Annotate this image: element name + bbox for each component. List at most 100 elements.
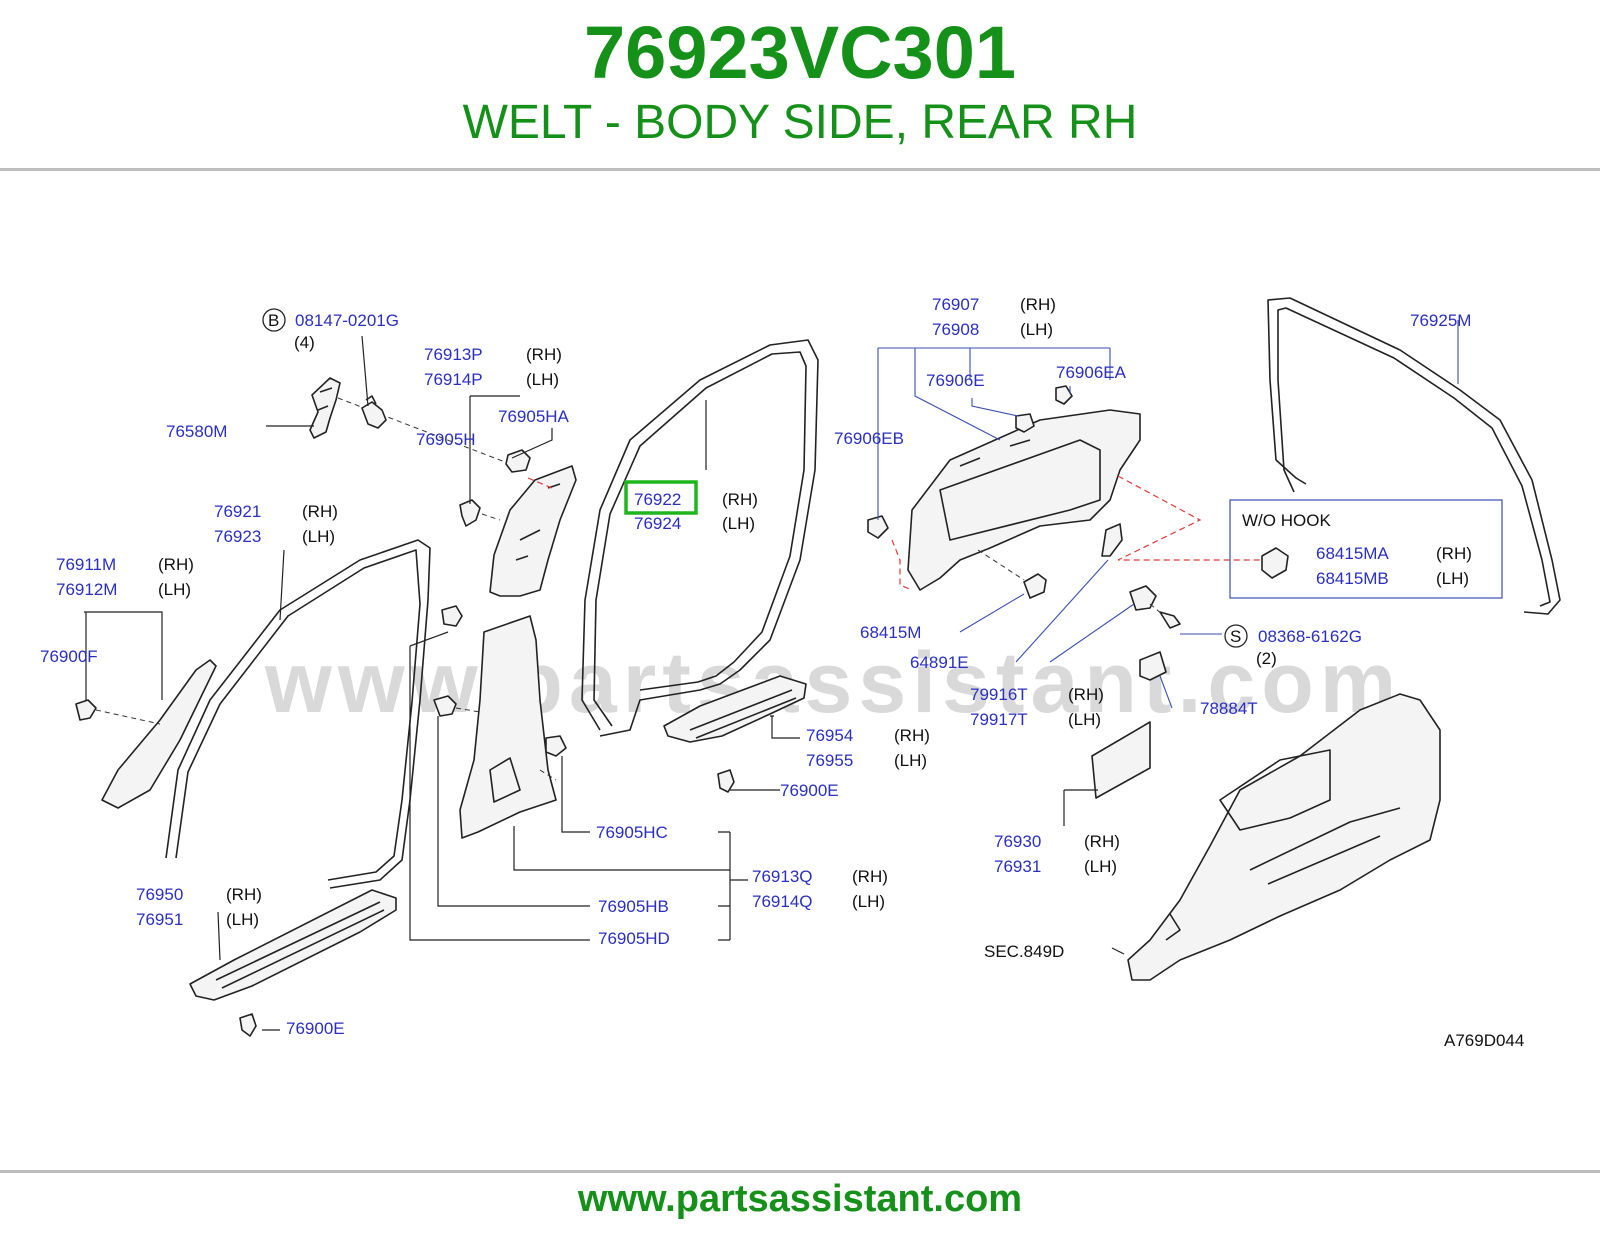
clip-76906eb-drawing [867,515,889,539]
pad-76930-drawing [1091,721,1151,799]
side-lh-76914q: (LH) [852,892,885,911]
header-divider [0,168,1600,171]
side-lh-76908: (LH) [1020,320,1053,339]
label-76906e[interactable]: 76906E [926,371,985,390]
label-08368-6162g[interactable]: 08368-6162G [1258,627,1362,646]
s-marker-label: S [1230,627,1241,646]
page-header: 76923VC301 WELT - BODY SIDE, REAR RH [0,0,1600,170]
label-76955[interactable]: 76955 [806,751,853,770]
side-rh-76913p: (RH) [526,345,562,364]
hook-68415m-drawing [977,549,1047,599]
pillar-lower-trim-drawing [459,615,557,839]
label-76911m[interactable]: 76911M [56,555,116,574]
label-68415ma[interactable]: 68415MA [1316,544,1389,563]
side-rh-79916t: (RH) [1068,685,1104,704]
label-76921[interactable]: 76921 [214,502,261,521]
clip-76906e-drawing [1015,413,1035,433]
label-76951[interactable]: 76951 [136,910,183,929]
highlight-box-76922 [624,480,698,515]
label-78884t[interactable]: 78884T [1200,699,1258,718]
clip-76905h-drawing [459,499,501,527]
label-76905hc[interactable]: 76905HC [596,823,668,842]
side-lh-76951: (LH) [226,910,259,929]
rear-side-lower-trim-drawing [1127,693,1441,981]
part-number-title: 76923VC301 [583,11,1017,94]
label-76900e-rear[interactable]: 76900E [780,781,839,800]
label-b-qty: (4) [294,333,315,352]
leader-lines [84,320,1459,1031]
rear-welt-76925m-drawing [1267,297,1561,615]
label-76914p[interactable]: 76914P [424,370,483,389]
label-76900f[interactable]: 76900F [40,647,98,666]
side-rh-76921: (RH) [302,502,338,521]
side-lh-76914p: (LH) [526,370,559,389]
side-rh-76911m: (RH) [158,555,194,574]
part-description: WELT - BODY SIDE, REAR RH [462,96,1138,149]
label-76914q[interactable]: 76914Q [752,892,813,911]
front-pillar-small-trim-drawing [75,659,217,809]
label-76905hb[interactable]: 76905HB [598,897,669,916]
side-lh-68415mb: (LH) [1436,569,1469,588]
bolt-08147-drawing [361,395,387,429]
footer-url[interactable]: www.partsassistant.com [577,1178,1023,1220]
s-marker-circle [1224,624,1248,648]
label-76931[interactable]: 76931 [994,857,1041,876]
label-s-qty: (2) [1256,649,1277,668]
side-rh-76907: (RH) [1020,295,1056,314]
wo-hook-title: W/O HOOK [1242,511,1331,530]
label-76905h[interactable]: 76905H [416,430,476,449]
label-76906ea[interactable]: 76906EA [1056,363,1127,382]
side-rh-76930: (RH) [1084,832,1120,851]
label-76925m[interactable]: 76925M [1410,311,1471,330]
section-reference: SEC.849D [984,942,1064,961]
label-76930[interactable]: 76930 [994,832,1041,851]
label-76922-highlighted[interactable]: 76922 [634,490,681,509]
footer-divider [0,1170,1600,1173]
side-rh-76950: (RH) [226,885,262,904]
label-76913q[interactable]: 76913Q [752,867,813,886]
front-sill-plate-drawing [189,889,397,1037]
clip-76906ea-drawing [1055,385,1073,405]
label-64891e[interactable]: 64891E [910,653,969,672]
rear-sill-plate-drawing [663,675,807,793]
wo-hook-box [1229,499,1503,599]
label-76908[interactable]: 76908 [932,320,979,339]
label-79917t[interactable]: 79917T [970,710,1028,729]
bracket-79916t-drawing [1129,585,1181,629]
cap-64891e-drawing [1101,523,1123,557]
label-79916t[interactable]: 79916T [970,685,1028,704]
side-lh-76931: (LH) [1084,857,1117,876]
side-rh-76913q: (RH) [852,867,888,886]
label-76907[interactable]: 76907 [932,295,979,314]
label-76924[interactable]: 76924 [634,514,681,533]
clip-76905hc-drawing [545,735,567,757]
label-76900e-front[interactable]: 76900E [286,1019,345,1038]
block-78884t-drawing [1139,651,1167,681]
diagram-code: A769D044 [1444,1031,1524,1050]
side-rh-76922: (RH) [722,490,758,509]
label-76906eb[interactable]: 76906EB [834,429,904,448]
label-76912m[interactable]: 76912M [56,580,117,599]
side-lh-76924: (LH) [722,514,755,533]
pillar-upper-trim-drawing [489,465,577,597]
label-76905ha[interactable]: 76905HA [498,407,570,426]
label-68415m[interactable]: 68415M [860,623,921,642]
label-76950[interactable]: 76950 [136,885,183,904]
side-lh-79917t: (LH) [1068,710,1101,729]
side-lh-76912m: (LH) [158,580,191,599]
label-68415mb[interactable]: 68415MB [1316,569,1389,588]
side-lh-76955: (LH) [894,751,927,770]
clip-76905ha-drawing [505,449,531,473]
label-76923[interactable]: 76923 [214,527,261,546]
label-76913p[interactable]: 76913P [424,345,483,364]
side-rh-76954: (RH) [894,726,930,745]
b-marker-label: B [268,311,279,330]
label-08147-0201g[interactable]: 08147-0201G [295,311,399,330]
label-76580m[interactable]: 76580M [166,422,227,441]
label-76954[interactable]: 76954 [806,726,853,745]
label-76905hd[interactable]: 76905HD [598,929,670,948]
b-marker-circle [262,308,286,332]
side-lh-76923: (LH) [302,527,335,546]
bracket-76580m-drawing [309,377,506,463]
